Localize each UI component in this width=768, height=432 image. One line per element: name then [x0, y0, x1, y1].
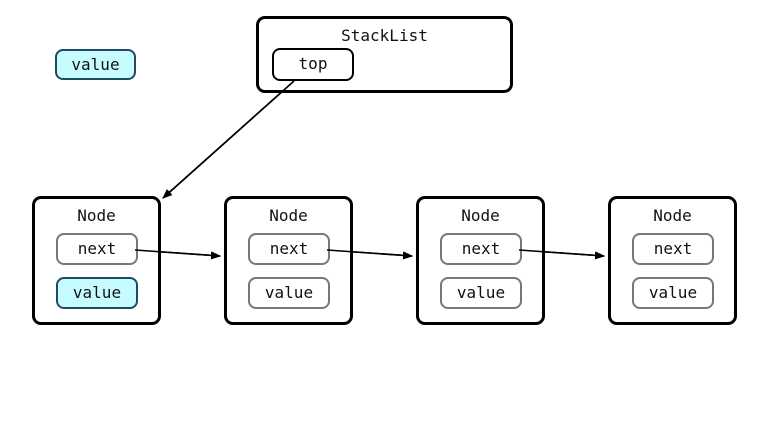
top-field-label: top	[298, 54, 328, 73]
node-box: Node next value	[608, 196, 737, 325]
node-value-field: value	[440, 277, 522, 309]
node-next-field: next	[248, 233, 330, 265]
node-title: Node	[653, 206, 692, 225]
stacklist-top-field: top	[272, 48, 354, 81]
stacklist-title: StackList	[341, 26, 428, 45]
next-field-label: next	[77, 239, 117, 258]
stacklist-box: StackList top	[256, 16, 513, 93]
value-field-label: value	[648, 283, 698, 302]
node-box: Node next value	[224, 196, 353, 325]
node-next-field: next	[440, 233, 522, 265]
node-title: Node	[77, 206, 116, 225]
next-field-label: next	[269, 239, 309, 258]
value-field-label: value	[264, 283, 314, 302]
next-field-label: next	[461, 239, 501, 258]
next-field-label: next	[653, 239, 693, 258]
value-field-label: value	[456, 283, 506, 302]
value-field-label: value	[72, 283, 122, 302]
node-value-field: value	[248, 277, 330, 309]
legend-value-key: value	[55, 49, 136, 80]
node-box: Node next value	[32, 196, 161, 325]
node-title: Node	[461, 206, 500, 225]
node-title: Node	[269, 206, 308, 225]
node-value-field: value	[56, 277, 138, 309]
top-pointer-arrow	[162, 80, 295, 199]
node-value-field: value	[632, 277, 714, 309]
node-next-field: next	[632, 233, 714, 265]
node-next-field: next	[56, 233, 138, 265]
legend-value-label: value	[71, 55, 120, 74]
node-box: Node next value	[416, 196, 545, 325]
